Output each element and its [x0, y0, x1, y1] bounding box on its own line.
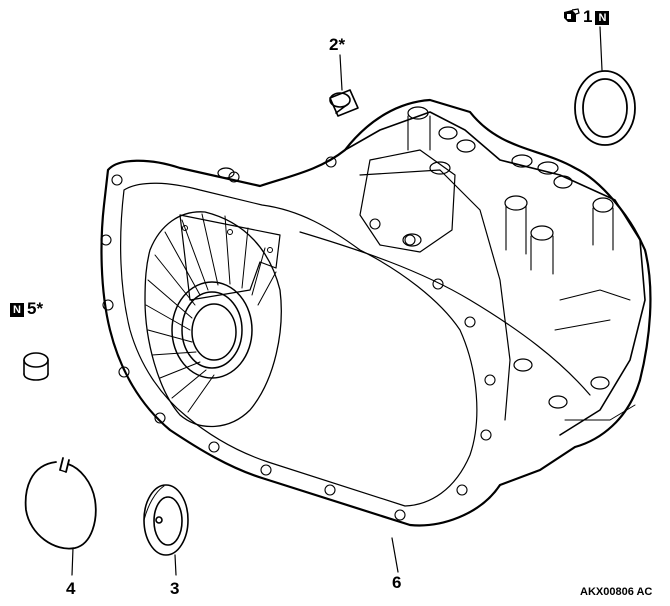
flange-bolt-holes	[100, 156, 496, 521]
transmission-case	[100, 98, 652, 527]
shift-housing	[359, 149, 456, 253]
leader-p2	[339, 54, 343, 91]
callout-part-6: 6	[392, 574, 401, 591]
callout-number: 1	[583, 7, 593, 26]
rear-housing	[344, 111, 646, 436]
leader-p4	[71, 547, 74, 576]
new-part-badge-icon: N	[595, 11, 610, 25]
figure-reference-code: AKX00806 AC	[580, 586, 653, 598]
new-part-badge-icon: N	[10, 303, 24, 317]
boss-columns	[407, 115, 614, 275]
callout-number: 4	[66, 579, 76, 598]
bushing	[23, 352, 49, 381]
needle-bearing	[329, 89, 359, 117]
callout-number: 6	[392, 573, 402, 592]
sealant-grease-icon	[564, 8, 580, 22]
case-flange-outline	[100, 98, 652, 527]
snap-ring	[24, 457, 97, 550]
leader-p6	[391, 537, 399, 573]
rear-face-lines	[554, 289, 636, 421]
bearing-bore	[171, 281, 253, 379]
callout-number: 2*	[329, 35, 346, 54]
dome-ribs	[145, 213, 277, 413]
housing-lower-ridge	[299, 231, 591, 396]
case-flange-inner	[120, 182, 478, 507]
callout-number: 5*	[27, 299, 44, 318]
leader-p1	[599, 26, 603, 71]
leader-p3	[174, 554, 177, 576]
housing-center-ridge	[359, 169, 511, 421]
oil-seal	[574, 70, 636, 146]
callout-number: 3	[170, 579, 180, 598]
case-seal	[143, 484, 189, 556]
housing-bosses	[217, 106, 614, 409]
bracket-plate	[179, 214, 281, 301]
callout-part-4: 4	[66, 580, 75, 597]
leader-lines	[71, 26, 603, 576]
bracket-holes	[182, 225, 273, 253]
callout-part-2: 2*	[329, 36, 345, 53]
ribbed-dome	[144, 211, 282, 428]
callout-part-3: 3	[170, 580, 179, 597]
